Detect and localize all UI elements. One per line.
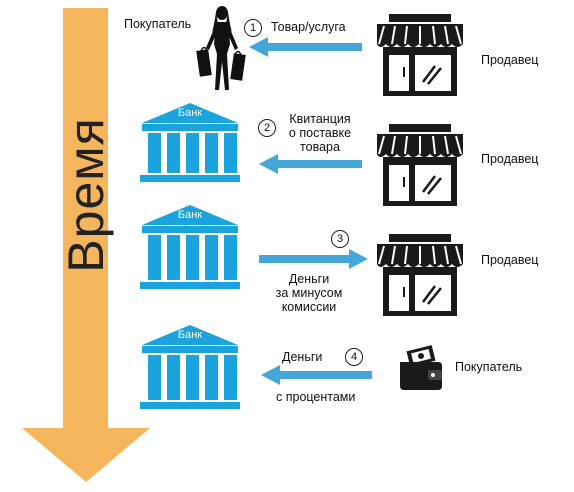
step4-number: 4 <box>345 348 363 366</box>
step1-store-icon <box>377 14 463 96</box>
step2-text-line1: Квитанция <box>289 112 351 126</box>
step2-bank-label: Банк <box>177 107 203 119</box>
step1-buyer-label: Покупатель <box>124 17 192 31</box>
step4-buyer-label: Покупатель <box>455 360 523 374</box>
wallet-icon <box>400 345 442 390</box>
step2-store-icon <box>377 124 463 206</box>
step3-text-line3: комиссии <box>281 300 337 314</box>
step3-text-line1: Деньги <box>288 272 330 286</box>
step2-bank-icon <box>140 103 240 182</box>
step4-bank-icon <box>140 325 240 409</box>
step1-text: Товар/услуга <box>271 20 346 34</box>
step3-seller-label: Продавец <box>481 253 539 267</box>
step4-text-line2: с процентами <box>276 390 356 404</box>
step1-number: 1 <box>244 19 262 37</box>
step4-text-line1: Деньги <box>282 350 323 364</box>
step3-number: 3 <box>331 230 349 248</box>
time-arrow-shape <box>22 8 150 482</box>
step3-text-line2: за минусом <box>275 286 343 300</box>
shopper-icon <box>196 6 246 90</box>
step3-bank-icon <box>140 205 240 289</box>
step3-store-icon <box>377 234 463 316</box>
step2-text-line2: о поставке <box>288 126 352 140</box>
step3-bank-label: Банк <box>177 209 203 221</box>
step2-number: 2 <box>258 119 276 137</box>
step2-text-line3: товара <box>300 140 340 154</box>
step1-seller-label: Продавец <box>481 53 539 67</box>
step2-seller-label: Продавец <box>481 152 539 166</box>
step4-bank-label: Банк <box>177 329 203 341</box>
